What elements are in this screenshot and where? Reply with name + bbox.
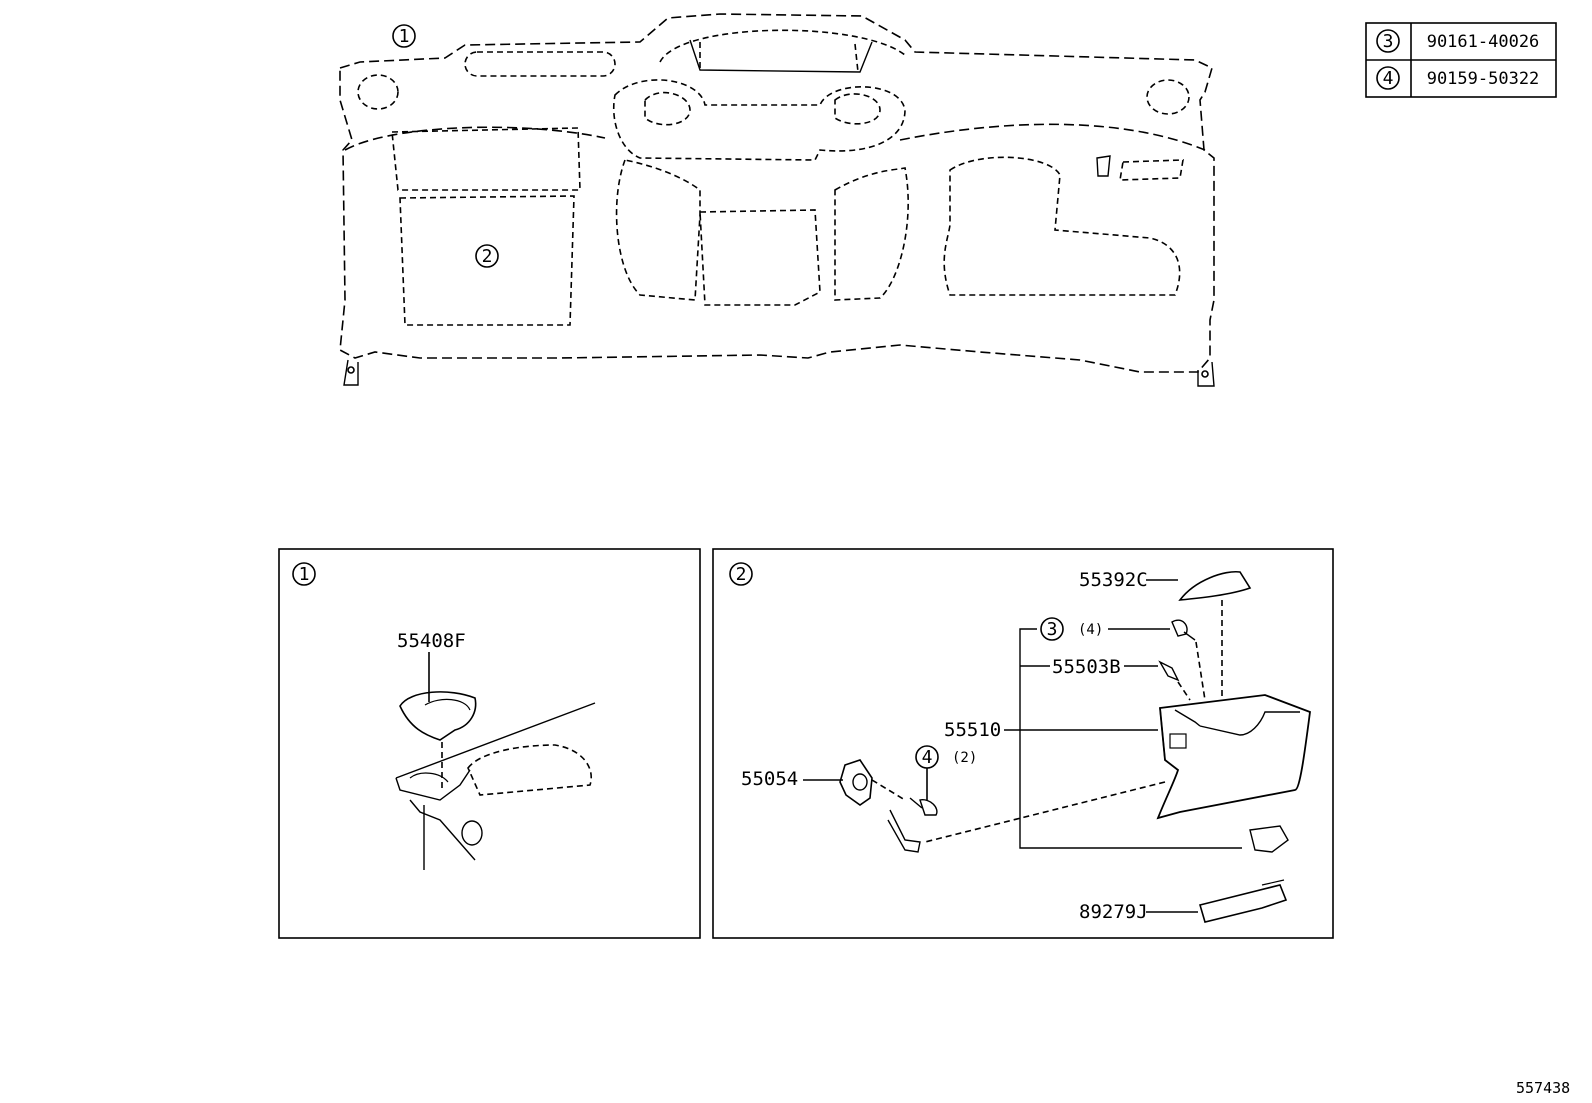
overview-callout-2 <box>475 244 499 268</box>
detail-1-callout-text: 1 <box>299 564 310 585</box>
switch <box>1096 155 1111 177</box>
install-line <box>924 781 1166 843</box>
center-stack-left <box>615 159 701 301</box>
center-vent-assembly <box>613 79 906 161</box>
install-line <box>871 779 906 801</box>
meter-frame <box>699 42 859 73</box>
lock-lever <box>887 809 921 853</box>
ref-3-qty: (4) <box>1078 622 1103 638</box>
mount-bracket-left <box>343 359 359 386</box>
table-row: 4 90159-50322 <box>1376 66 1540 90</box>
table-row: 3 90161-40026 <box>1376 29 1540 53</box>
document-number: 557438 <box>1516 1079 1570 1097</box>
instrument-panel-overview: 1 2 <box>339 13 1215 387</box>
install-line <box>1195 641 1206 701</box>
speaker-cover-55408F <box>399 691 477 741</box>
damper-55503B <box>1158 660 1180 682</box>
part-label-89279J: 89279J <box>1079 901 1148 923</box>
center-stack-right <box>834 167 909 301</box>
part-label-55510: 55510 <box>944 719 1001 741</box>
screw-90159 <box>919 799 938 816</box>
bolt-hole <box>347 366 355 374</box>
ref-4-text: 4 <box>922 747 933 768</box>
stopper-clip <box>1249 825 1289 853</box>
ref-3-text: 3 <box>1047 619 1058 640</box>
part-label-55054: 55054 <box>741 768 798 790</box>
latch-slot <box>1169 733 1187 749</box>
table-key-3: 3 <box>1383 31 1394 52</box>
meter-glass <box>689 39 873 73</box>
defroster-opening <box>467 744 592 796</box>
defroster-slot <box>464 51 616 77</box>
detail-panel-1: 1 55408F <box>278 548 701 939</box>
part-label-55392C: 55392C <box>1079 569 1148 591</box>
speaker-left <box>357 74 399 110</box>
meter-hood <box>659 29 906 63</box>
lock-striker-55054 <box>839 759 873 806</box>
detail-panel-2: 2 55392C 3 (4) 55503B 55510 <box>712 548 1334 939</box>
mount-boss <box>461 820 483 846</box>
overview-callout-1-text: 1 <box>399 26 410 47</box>
overview-callout-1 <box>392 24 416 48</box>
panel-outline <box>339 13 1215 373</box>
speaker-right <box>1146 79 1190 115</box>
assembly-bracket <box>1019 628 1242 849</box>
vent-left <box>644 91 691 126</box>
meter-cluster-area <box>943 156 1181 296</box>
install-line <box>1177 681 1191 701</box>
detail-2-callout-text: 2 <box>736 564 747 585</box>
detail-2-callout <box>729 562 753 586</box>
upper-left-panel <box>391 127 581 191</box>
callout-table: 3 90161-40026 4 90159-50322 <box>1365 22 1557 98</box>
ref-4-qty: (2) <box>952 750 977 766</box>
glove-box-55510 <box>1156 694 1311 820</box>
part-label-55408F: 55408F <box>397 630 466 652</box>
table-part-number: 90159-50322 <box>1427 69 1540 89</box>
part-55392C <box>1178 570 1252 601</box>
table-part-number: 90161-40026 <box>1427 32 1540 52</box>
detail-1-callout <box>292 562 316 586</box>
side-vent <box>1119 159 1184 181</box>
panel-upper-edge <box>899 123 1206 151</box>
dash-edge <box>395 702 596 779</box>
overview-callout-2-text: 2 <box>482 246 493 267</box>
part-89279J <box>1198 884 1288 923</box>
glove-box-area <box>399 195 575 326</box>
mount-bracket-right <box>1197 361 1215 387</box>
ref-callout-3 <box>1040 617 1064 641</box>
part-label-55503B: 55503B <box>1052 656 1121 678</box>
table-key-4: 4 <box>1383 68 1394 89</box>
panel-upper-edge <box>344 126 606 151</box>
bolt-hole <box>1201 370 1209 378</box>
center-stack-face <box>699 209 821 306</box>
vent-right <box>834 93 881 125</box>
clip-90161 <box>1171 619 1188 637</box>
